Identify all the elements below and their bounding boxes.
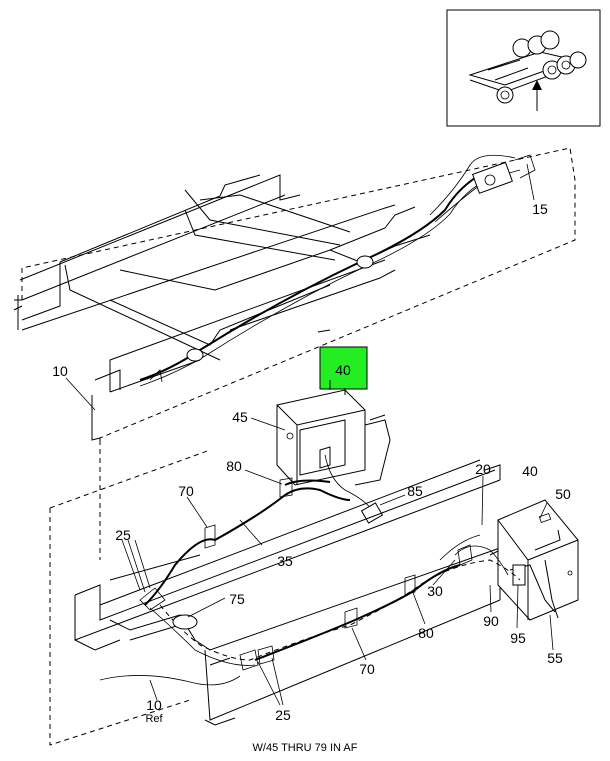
- callout-15[interactable]: 15: [532, 201, 548, 217]
- callout-35[interactable]: 35: [277, 553, 293, 569]
- lower-view-boundary-top: [49, 449, 211, 509]
- callout-70-top[interactable]: 70: [178, 483, 194, 499]
- upper-frame: [13, 174, 431, 441]
- callout-80-top[interactable]: 80: [226, 458, 242, 474]
- callout-95[interactable]: 95: [510, 630, 526, 646]
- callout-80-bottom[interactable]: 80: [418, 625, 434, 641]
- leader-lines: [65, 163, 554, 706]
- callout-40-highlight-box[interactable]: [319, 346, 368, 390]
- callout-25-bottom[interactable]: 25: [275, 707, 291, 723]
- callout-85[interactable]: 85: [407, 483, 423, 499]
- inset-frame: [446, 9, 601, 127]
- lower-cable-harness: [99, 477, 521, 686]
- callout-10-top[interactable]: 10: [52, 363, 68, 379]
- truck-chassis-locator-icon: [468, 30, 587, 111]
- relay-box-assembly: [276, 329, 391, 524]
- callout-10-bottom[interactable]: 10: [146, 697, 162, 713]
- callout-40-right[interactable]: 40: [522, 463, 538, 479]
- locator-inset: [446, 9, 601, 127]
- callout-70-bottom[interactable]: 70: [359, 661, 375, 677]
- callout-90[interactable]: 90: [483, 613, 499, 629]
- callout-20[interactable]: 20: [475, 461, 491, 477]
- upper-cable-harness: [139, 154, 536, 387]
- callout-55[interactable]: 55: [547, 650, 563, 666]
- callout-30[interactable]: 30: [427, 583, 443, 599]
- callout-50[interactable]: 50: [555, 486, 571, 502]
- callout-ref-label: Ref: [145, 713, 163, 725]
- callout-75[interactable]: 75: [229, 591, 245, 607]
- module-box-right: [497, 499, 579, 621]
- figure-caption: W/45 THRU 79 IN AF: [253, 742, 358, 754]
- callout-40-highlighted[interactable]: 40: [335, 362, 351, 378]
- lower-view-boundary-left: [49, 508, 191, 746]
- callout-45[interactable]: 45: [232, 409, 248, 425]
- callout-25-left[interactable]: 25: [115, 527, 131, 543]
